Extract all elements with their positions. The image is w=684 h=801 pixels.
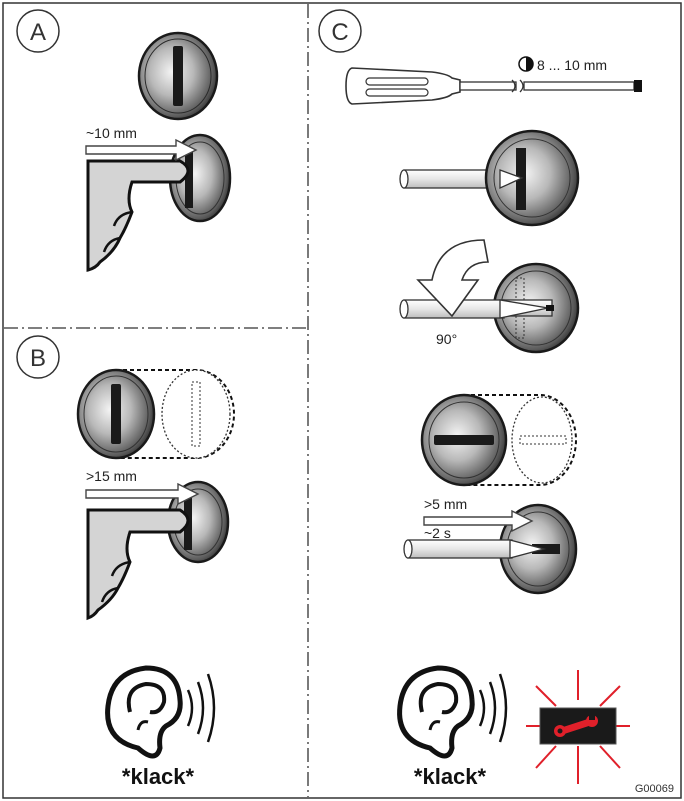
knob-horizontal-slot — [420, 393, 577, 487]
panel-a-measure: ~10 mm — [86, 125, 137, 141]
panel-b-sound: *klack* — [122, 764, 195, 789]
panel-c-label: C — [331, 19, 348, 46]
panel-b-measure: >15 mm — [86, 468, 137, 484]
panel-c: C 8 ... 10 mm — [318, 9, 674, 795]
wrench-icon — [554, 714, 598, 737]
panel-c-sound: *klack* — [414, 764, 487, 789]
panel-b: B >15 mm — [16, 335, 235, 789]
screwdriver-icon — [345, 67, 642, 105]
ear-icon-c — [397, 665, 475, 759]
tool-inserted-knob — [399, 129, 580, 227]
panel-c-time: ~2 s — [424, 525, 451, 541]
panel-a-badge — [16, 9, 60, 53]
knob-front-view — [137, 31, 219, 121]
panel-a: A ~10 mm — [16, 9, 232, 272]
slot-width-icon — [518, 56, 534, 72]
hand-icon-b — [86, 508, 190, 621]
sound-waves-icon — [186, 673, 216, 743]
figure-code: G00069 — [635, 783, 674, 795]
push-arrow-c — [423, 509, 534, 533]
panel-a-label: A — [30, 19, 46, 46]
push-arrow — [85, 138, 198, 162]
warning-light-icon — [526, 670, 630, 784]
sound-waves-icon-c — [478, 673, 508, 743]
panel-b-badge — [16, 335, 60, 379]
rotate-knob — [399, 262, 580, 354]
rotation-arrow-icon — [416, 239, 489, 318]
knob-pulled-out — [76, 368, 235, 460]
panel-b-label: B — [30, 345, 46, 372]
panel-c-badge — [318, 9, 362, 53]
ear-icon — [105, 665, 183, 759]
tool-size-label: 8 ... 10 mm — [537, 57, 607, 73]
push-arrow-b — [85, 482, 200, 506]
panel-c-measure: >5 mm — [424, 496, 467, 512]
rotation-label: 90° — [436, 331, 457, 347]
hand-icon — [86, 159, 190, 272]
